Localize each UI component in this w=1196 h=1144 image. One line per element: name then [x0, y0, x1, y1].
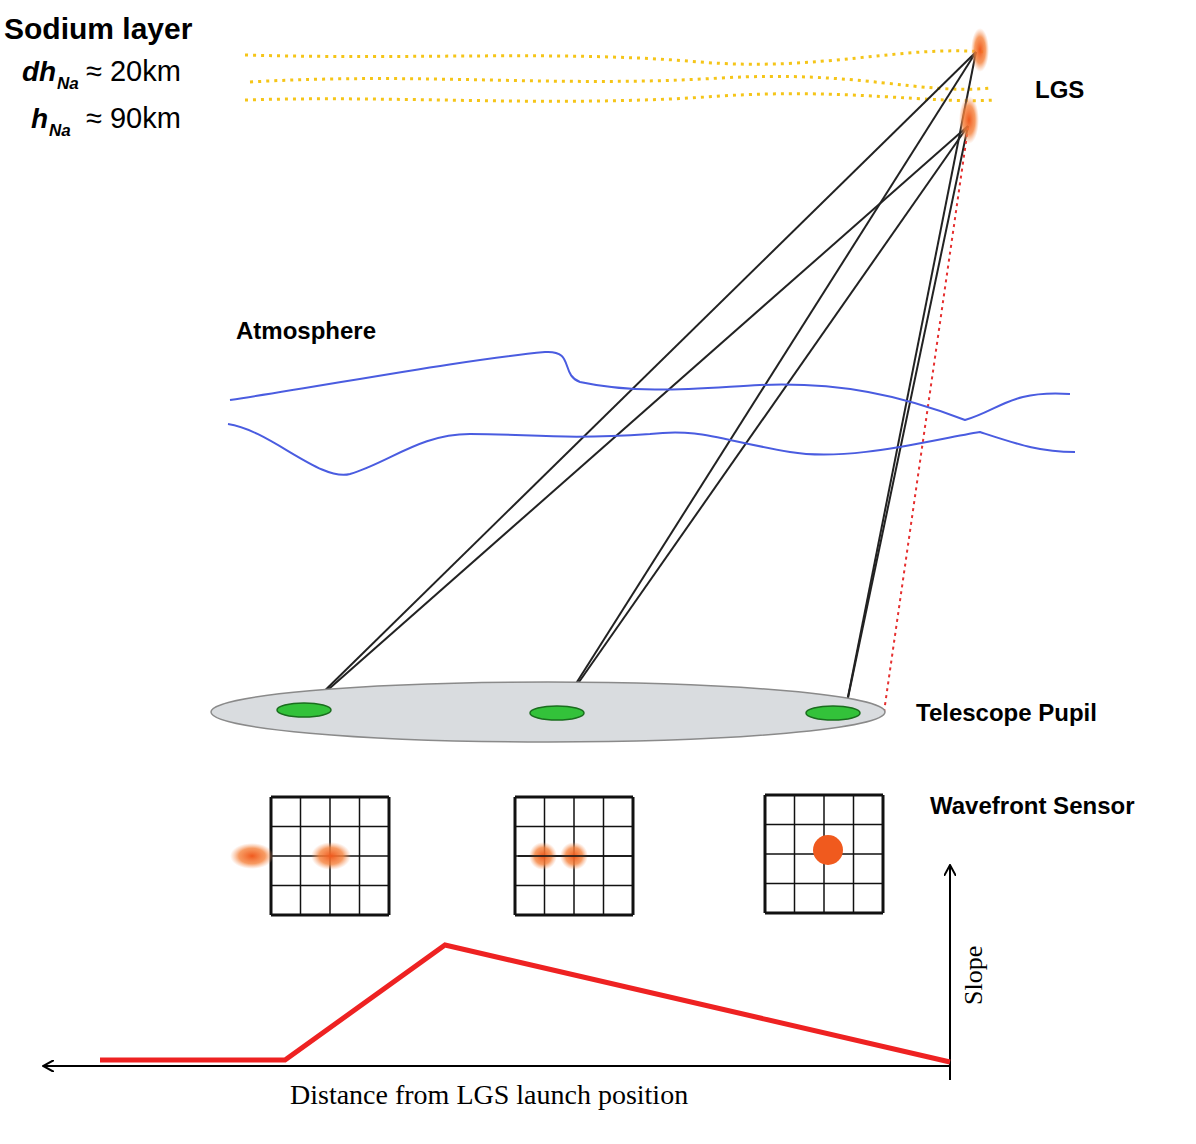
axis-label: Slope: [961, 945, 990, 1004]
sensor-label: Wavefront Sensor: [930, 793, 1134, 819]
atmosphere-label: Atmosphere: [236, 318, 376, 344]
layer-title: Sodium layer: [4, 12, 192, 45]
symbol: dh: [22, 57, 56, 88]
subscript: Na: [57, 75, 79, 94]
value: ≈ 20km: [86, 56, 181, 88]
lgs-spot: [959, 96, 979, 144]
light-rays: [305, 52, 976, 712]
subscript: Na: [49, 122, 71, 141]
lgs-spot: [971, 28, 989, 72]
subapertures: [277, 703, 860, 720]
symbol: h: [31, 104, 48, 135]
sodium-layer: [245, 51, 995, 101]
slope-plot: [44, 866, 950, 1080]
value: ≈ 90km: [86, 103, 181, 135]
axis-label: Distance from LGS launch position: [290, 1080, 688, 1111]
lgs-label: LGS: [1035, 77, 1084, 103]
wavefront-sensor-grids: [271, 795, 883, 915]
atmosphere-layers: [228, 352, 1075, 475]
pupil-label: Telescope Pupil: [916, 700, 1097, 726]
launch-beam: [884, 128, 968, 712]
telescope-pupil: [211, 682, 885, 742]
sensor-spots: [230, 835, 843, 870]
